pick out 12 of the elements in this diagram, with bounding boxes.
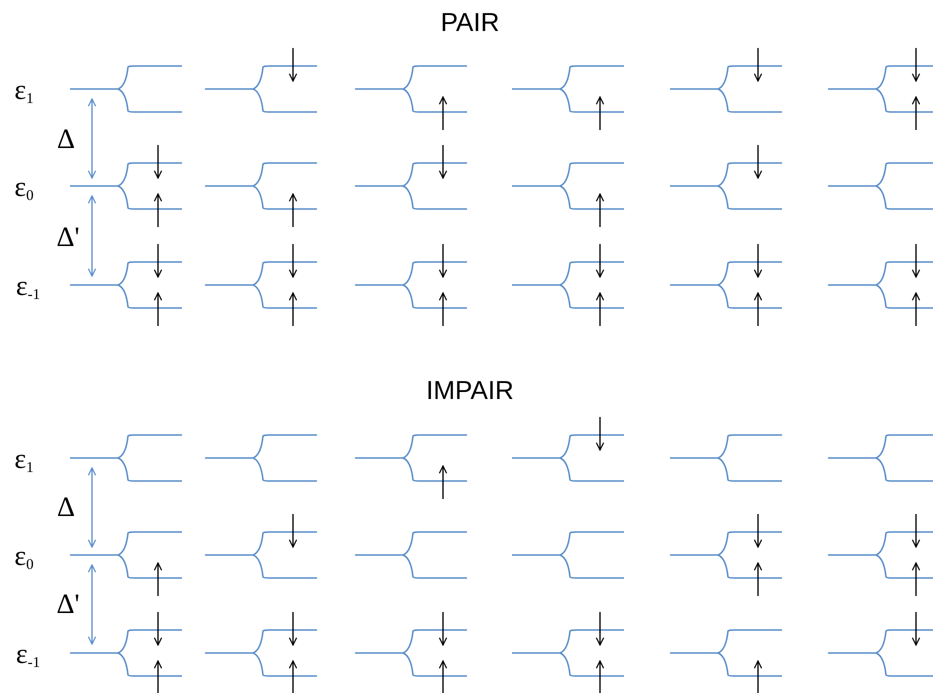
level-label: ε$_{1}$ xyxy=(14,446,34,476)
level-label: ε$_{-1}$ xyxy=(16,273,40,303)
level-label: ε$_{0}$ xyxy=(14,174,34,204)
gap-label: Δ' xyxy=(56,224,80,252)
level-label: ε$_{1}$ xyxy=(14,77,34,107)
gap-label: Δ' xyxy=(56,591,80,619)
heading: PAIR xyxy=(440,9,500,35)
gap-label: Δ xyxy=(57,494,75,522)
level-label: ε$_{0}$ xyxy=(14,543,34,573)
gap-label: Δ xyxy=(57,126,75,154)
level-label: ε$_{-1}$ xyxy=(16,641,40,671)
heading: IMPAIR xyxy=(426,377,514,403)
